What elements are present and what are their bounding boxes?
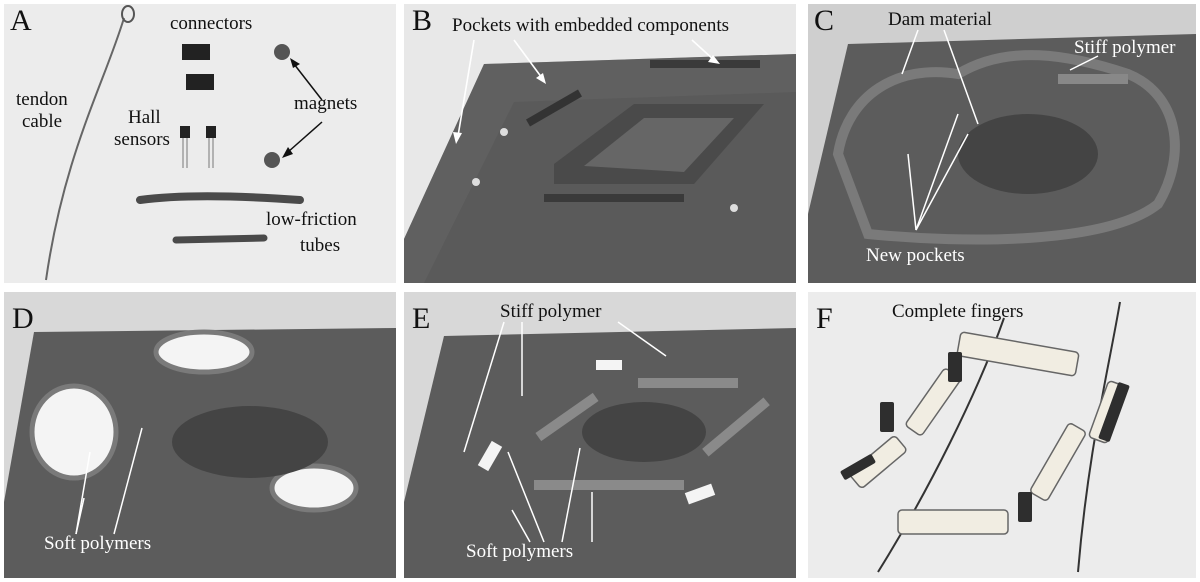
hall-sensor (206, 126, 216, 138)
panel-label-b: B (412, 4, 433, 37)
label-pockets-embedded: Pockets with embedded components (452, 15, 730, 36)
panel-label-d: D (12, 302, 34, 335)
label-stiff-polymer: Stiff polymer (1074, 37, 1176, 58)
label-dam-material: Dam material (888, 9, 992, 30)
label-hall: Hall (128, 107, 161, 128)
panel-e: E Stiff polymer Soft polymers (404, 292, 796, 578)
magnet (274, 44, 290, 60)
panel-d: D Soft polymers (4, 292, 396, 578)
finger-left (849, 331, 1080, 489)
panel-label-e: E (412, 302, 431, 335)
connector-chip (186, 74, 214, 90)
panel-label-c: C (814, 4, 835, 37)
label-cable: cable (22, 111, 63, 132)
low-friction-tube (136, 192, 304, 204)
label-stiff-polymer: Stiff polymer (500, 301, 602, 322)
label-new-pockets: New pockets (866, 245, 965, 266)
label-tubes: tubes (300, 235, 341, 256)
stiff-polymer-bar (535, 392, 599, 442)
stiff-polymer-bar (702, 397, 770, 457)
panel-f-photo (840, 301, 1130, 573)
stiff-polymer-bar (534, 480, 684, 490)
panel-c: C Dam material Stiff polymer New pockets (808, 4, 1196, 283)
label-complete-fingers: Complete fingers (892, 301, 1024, 322)
label-tendon: tendon (16, 89, 68, 110)
hall-sensor (180, 126, 190, 138)
label-connectors: connectors (170, 13, 253, 34)
panel-label-f: F (816, 302, 833, 335)
connector-chip (182, 44, 210, 60)
panel-b: B Pockets with embedded components (404, 4, 796, 283)
tendon-cable (45, 17, 125, 281)
soft-polymer-plug (684, 483, 716, 505)
panel-d-photo (4, 328, 396, 578)
panel-a: A connectors magnets tendon cable Hall s… (4, 4, 396, 283)
stiff-polymer-bar (638, 378, 738, 388)
label-soft-polymers: Soft polymers (44, 533, 152, 554)
soft-polymer-pocket (29, 383, 119, 481)
panel-c-photo (808, 29, 1196, 283)
magnet (264, 152, 280, 168)
low-friction-tube (172, 234, 268, 244)
label-magnets: magnets (294, 93, 358, 114)
label-low-friction: low-friction (266, 209, 357, 230)
soft-polymer-pocket (153, 329, 255, 375)
soft-polymer-pocket (269, 463, 359, 513)
label-sensors: sensors (114, 129, 170, 150)
panel-label-a: A (10, 4, 32, 37)
label-soft-polymers: Soft polymers (466, 541, 574, 562)
panel-e-photo (404, 321, 796, 578)
soft-polymer-plug (596, 360, 622, 370)
panel-f: F Complete fingers (808, 292, 1196, 578)
panel-b-photo (404, 39, 796, 283)
tendon-loop (121, 5, 135, 23)
soft-polymer-plug (477, 440, 503, 472)
panel-a-photo (45, 5, 323, 281)
